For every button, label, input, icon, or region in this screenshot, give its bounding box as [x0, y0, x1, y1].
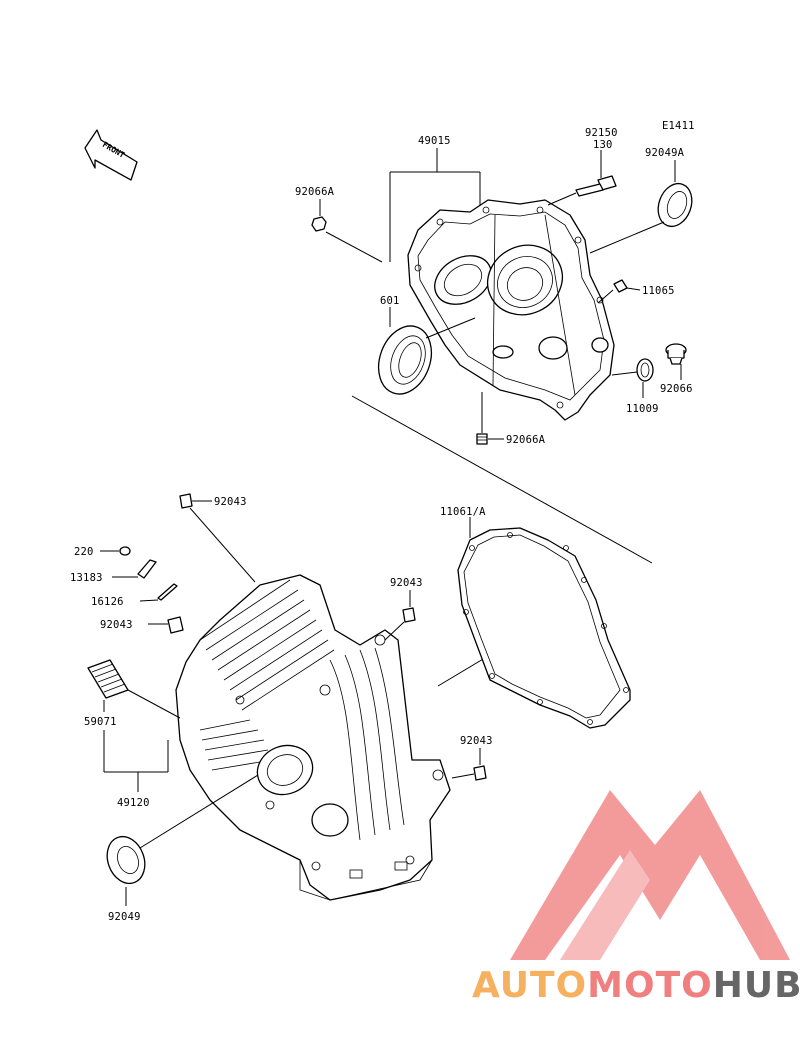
dowel-92043-right	[451, 748, 487, 781]
oil-seal-92049A	[589, 160, 693, 254]
label-92066A-top: 92066A	[295, 186, 335, 198]
label-92043-top: 92043	[214, 496, 247, 508]
watermark-hub: HUB	[713, 965, 800, 1006]
drain-plug-92066	[665, 343, 687, 380]
label-13183: 13183	[70, 572, 103, 584]
label-11065: 11065	[642, 285, 675, 297]
dowel-92043-top	[179, 493, 256, 583]
bearing-601	[377, 307, 476, 395]
bolt-92150	[547, 150, 617, 206]
label-92049: 92049	[108, 911, 141, 923]
leader-49015	[389, 148, 481, 262]
dowel-92043-mid	[384, 590, 416, 641]
watermark-text: AUTOMOTOHUB	[472, 965, 800, 1006]
label-92066: 92066	[660, 383, 693, 395]
breather-13183	[112, 559, 157, 579]
label-92049A: 92049A	[645, 147, 685, 159]
leader-49120	[103, 689, 181, 792]
label-16126: 16126	[91, 596, 124, 608]
part-11065	[597, 279, 641, 304]
watermark-auto: AUTO	[472, 965, 587, 1006]
part-92066A-bottom	[476, 392, 504, 445]
front-arrow-icon: FRONT	[84, 129, 138, 181]
label-92043-right: 92043	[460, 735, 493, 747]
label-601: 601	[380, 295, 400, 307]
diagram-code: E1411	[662, 120, 695, 132]
oring-11009	[611, 358, 654, 398]
label-11061A: 11061/A	[440, 506, 486, 518]
crankcase-body	[175, 574, 451, 901]
label-92066A-bottom: 92066A	[506, 434, 546, 446]
spring-59071	[87, 659, 129, 712]
screw-220	[100, 546, 131, 556]
oil-seal-92049	[106, 774, 259, 906]
automotohub-logo	[510, 790, 790, 960]
gasket-11061A	[457, 517, 631, 729]
part-92066A-top	[311, 199, 383, 263]
label-220: 220	[74, 546, 94, 558]
assembly-line-a	[351, 395, 653, 564]
dowel-92043-left	[148, 616, 184, 634]
label-59071: 59071	[84, 716, 117, 728]
label-49120: 49120	[117, 797, 150, 809]
label-92043-mid: 92043	[390, 577, 423, 589]
label-11009: 11009	[626, 403, 659, 415]
label-130: 130	[593, 139, 613, 151]
label-92043-left: 92043	[100, 619, 133, 631]
crankcase-cover	[407, 199, 615, 421]
label-49015: 49015	[418, 135, 451, 147]
watermark-moto: MOTO	[587, 965, 713, 1006]
label-92150: 92150	[585, 127, 618, 139]
plate-16126	[139, 583, 178, 602]
